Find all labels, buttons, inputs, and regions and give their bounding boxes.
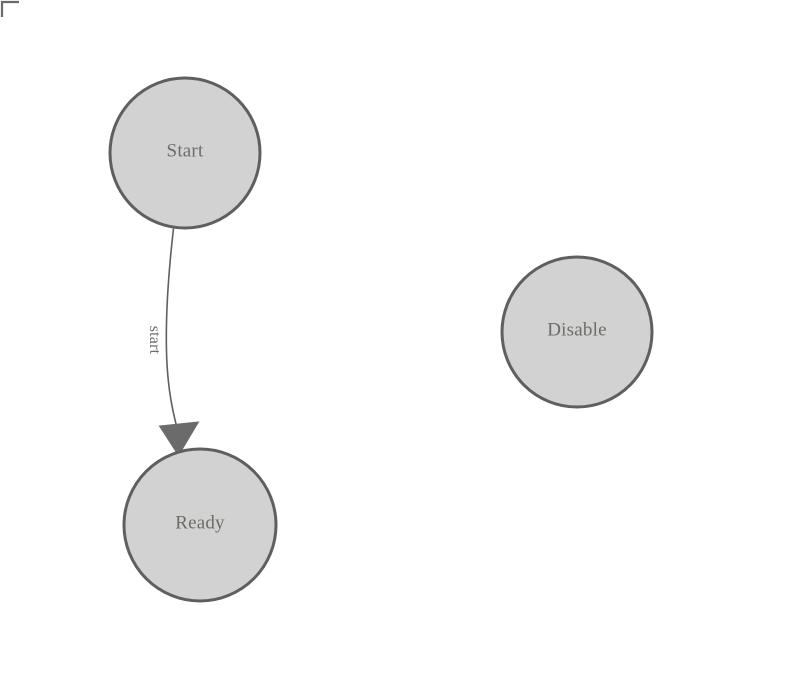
edge-line: [165, 228, 178, 427]
node-ready-circle[interactable]: [122, 447, 278, 603]
node-disable[interactable]: Disable: [500, 255, 654, 409]
node-start-circle[interactable]: [108, 76, 262, 230]
node-disable-label: Disable: [547, 319, 606, 340]
node-disable-circle[interactable]: [500, 255, 654, 409]
edge-label-start: start: [146, 326, 163, 355]
node-ready-label: Ready: [175, 512, 225, 533]
node-start[interactable]: Start: [108, 76, 262, 230]
node-start-label: Start: [167, 140, 204, 161]
arrowhead-icon: [158, 421, 200, 457]
selection-corner-bracket-icon: [0, 0, 19, 17]
node-ready[interactable]: Ready: [122, 447, 278, 603]
edge-start-to-ready[interactable]: start: [146, 228, 200, 457]
